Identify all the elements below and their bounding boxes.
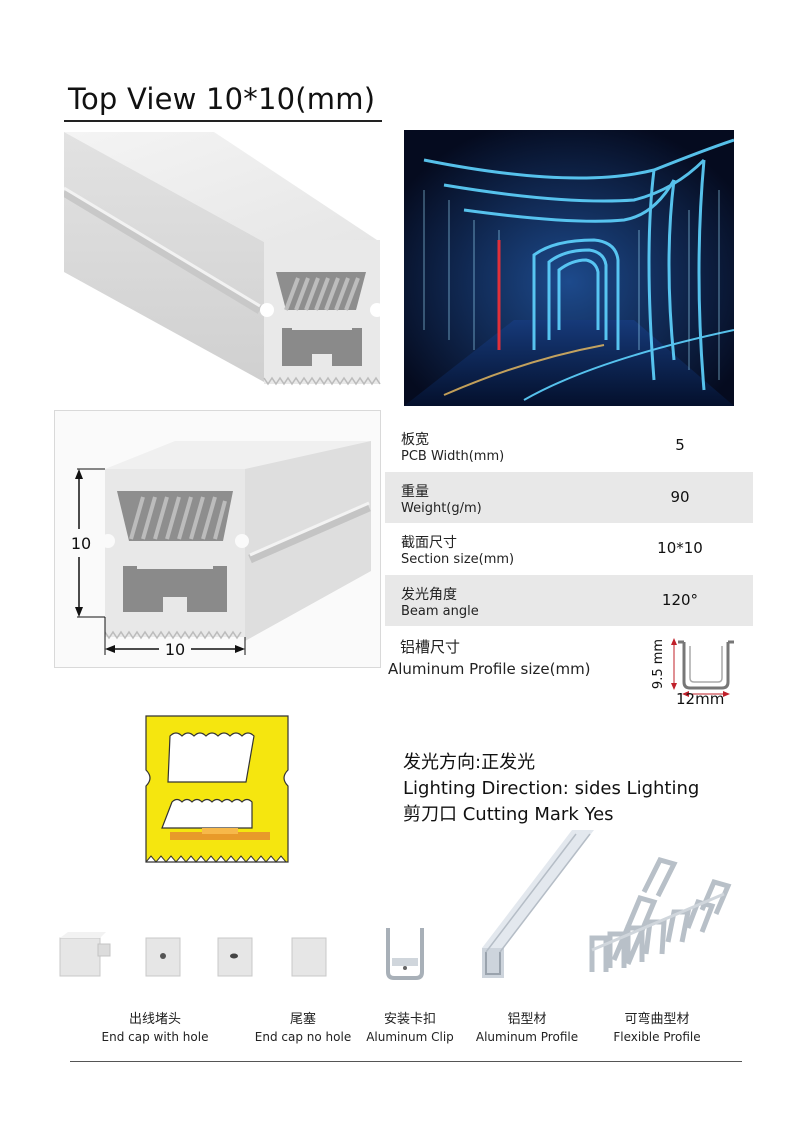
- section-dimension-drawing: 10 10: [54, 410, 381, 668]
- spec-label-en: Section size(mm): [401, 552, 515, 567]
- aluminum-profile-diagram: 9.5 mm: [640, 628, 740, 712]
- accessory-label-en: Aluminum Profile: [475, 1030, 579, 1044]
- accessory-label-zh: 出线堵头: [128, 1012, 181, 1027]
- aluminum-label-en: Aluminum Profile size(mm): [388, 660, 591, 678]
- end-cap-with-hole-image-2: [144, 934, 184, 984]
- spec-label-zh: 截面尺寸: [401, 535, 457, 551]
- spec-row-section-size: 截面尺寸 Section size(mm) 10*10: [385, 523, 753, 575]
- product-render: [64, 132, 382, 390]
- accessory-label-zh: 铝型材: [507, 1012, 547, 1027]
- lighting-direction-en: Lighting Direction: sides Lighting: [403, 778, 700, 799]
- accessory-label-zh: 可弯曲型材: [624, 1012, 690, 1027]
- accessory-label-en: End cap with hole: [101, 1030, 209, 1044]
- page-title: Top View 10*10(mm): [68, 82, 376, 116]
- spec-value: 5: [675, 436, 685, 454]
- aluminum-label-zh: 铝槽尺寸: [400, 638, 461, 656]
- accessory-label-en: Aluminum Clip: [366, 1030, 454, 1044]
- spec-label-zh: 板宽: [401, 432, 429, 448]
- aluminum-height-label: 9.5 mm: [651, 639, 666, 689]
- spec-row-pcb-width: 板宽 PCB Width(mm) 5: [385, 420, 753, 472]
- accessory-label-zh: 安装卡扣: [383, 1012, 436, 1027]
- spec-label-en: PCB Width(mm): [401, 449, 505, 464]
- lighting-direction-diagram: [136, 712, 298, 866]
- spec-row-beam-angle: 发光角度 Beam angle 120°: [385, 574, 753, 626]
- width-dimension-label: 10: [165, 640, 185, 659]
- height-dimension-label: 10: [71, 534, 91, 553]
- aluminum-profile-image: [482, 830, 602, 984]
- spec-value: 10*10: [657, 539, 703, 557]
- spec-table: 板宽 PCB Width(mm) 5 重量 Weight(g/m) 90 截面尺…: [385, 420, 753, 626]
- spec-label-zh: 发光角度: [401, 586, 457, 603]
- cutting-mark: 剪刀口 Cutting Mark Yes: [403, 804, 614, 825]
- accessory-label-zh: 尾塞: [289, 1012, 316, 1027]
- aluminum-width-label: 12mm: [676, 690, 725, 708]
- aluminum-clip-image: [380, 922, 430, 986]
- end-cap-no-hole-image: [216, 934, 256, 984]
- accessory-label-en: End cap no hole: [254, 1030, 352, 1044]
- flexible-profile-image: [584, 850, 734, 984]
- spec-value: 90: [670, 487, 690, 506]
- lighting-direction-zh: 发光方向:正发光: [403, 752, 536, 773]
- title-underline: [64, 120, 382, 122]
- end-cap-no-hole-image-2: [290, 934, 330, 984]
- spec-label-en: Beam angle: [401, 603, 479, 619]
- end-cap-with-hole-image: [58, 932, 114, 984]
- spec-label-en: Weight(g/m): [401, 500, 482, 516]
- application-photo: [404, 130, 734, 406]
- spec-value: 120°: [661, 590, 699, 609]
- spec-row-weight: 重量 Weight(g/m) 90: [385, 471, 753, 523]
- accessory-label-en: Flexible Profile: [613, 1030, 701, 1044]
- footer-divider: [70, 1061, 742, 1062]
- spec-label-zh: 重量: [401, 483, 429, 500]
- lighting-info: 发光方向:正发光 Lighting Direction: sides Light…: [403, 750, 699, 828]
